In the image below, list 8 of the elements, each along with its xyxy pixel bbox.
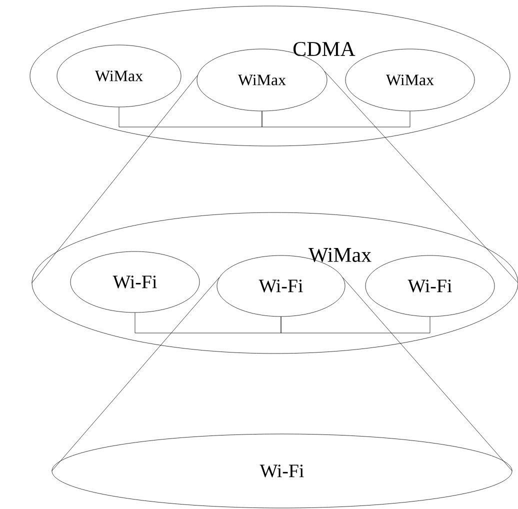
- connector-line: [262, 111, 410, 128]
- connector-line: [280, 316, 430, 334]
- zoom-line: [32, 75, 198, 284]
- zoom-line: [342, 277, 512, 472]
- zoom-line: [324, 71, 518, 284]
- zoom-line: [52, 277, 220, 472]
- connector-line: [118, 107, 262, 128]
- connector-line: [134, 312, 282, 334]
